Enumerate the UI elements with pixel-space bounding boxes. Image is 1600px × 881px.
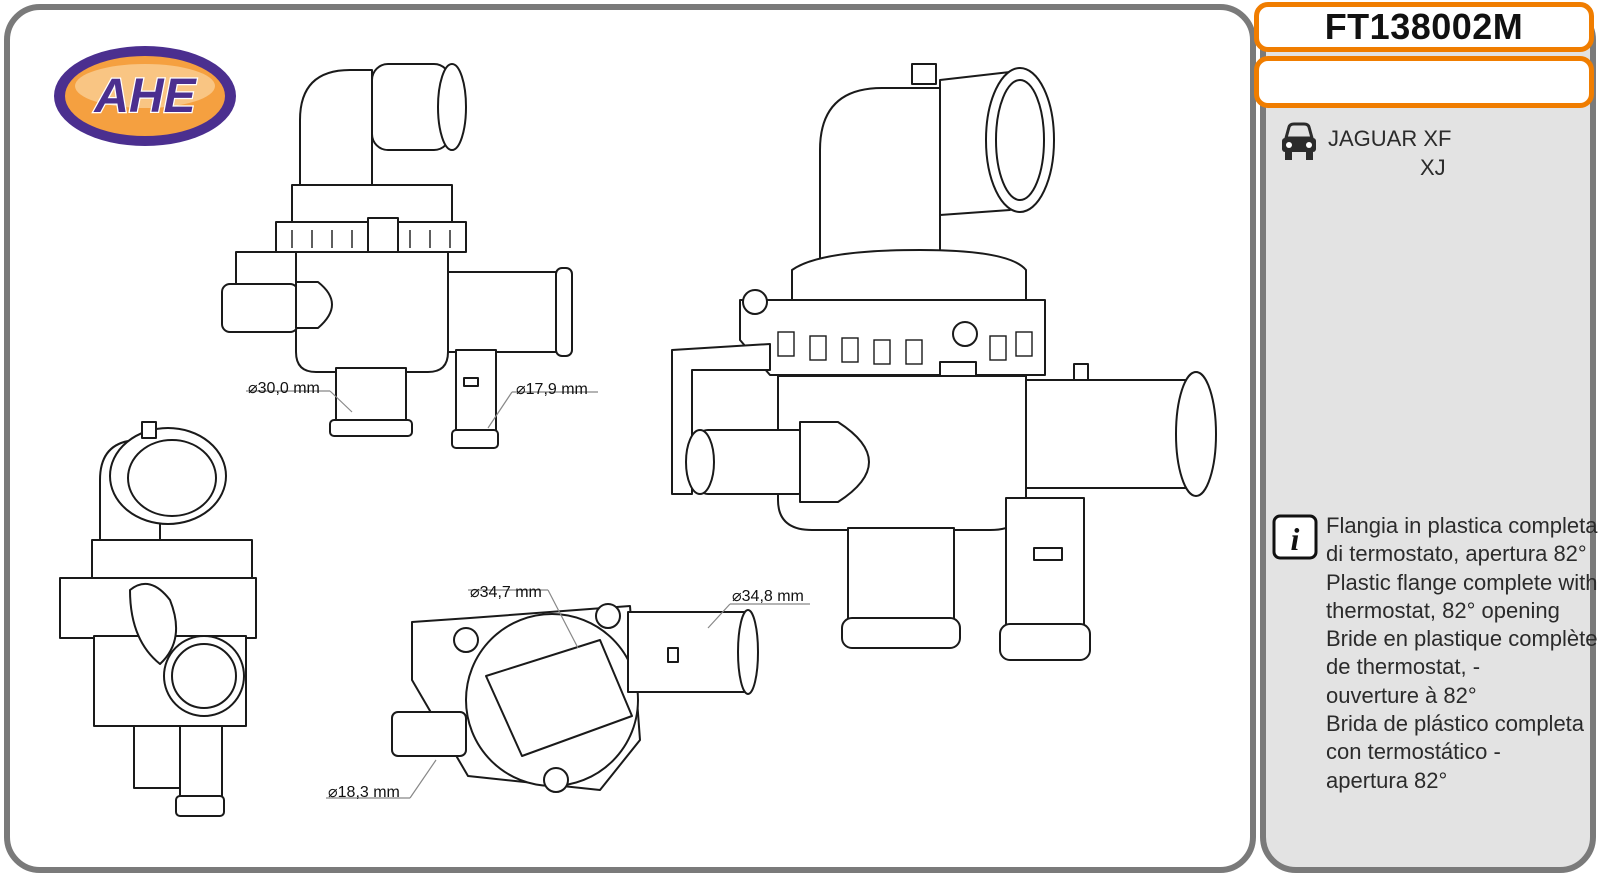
secondary-code-box [1254,56,1594,108]
description-line: con termostático - [1326,739,1501,765]
dimension-value-4: 34,8 mm [741,588,804,605]
description-line: thermostat, 82° opening [1326,597,1560,623]
info-section: i Flangia in plastica completa di termos… [1272,512,1598,802]
description-line: Brida de plástico completa [1326,711,1585,737]
dimension-label-5: ⌀18,3 mm [328,784,400,801]
description-line: Bride en plastique complète [1326,626,1598,652]
car-icon [1282,122,1316,160]
info-icon: i [1272,514,1318,560]
dimension-value-1: 30,0 mm [257,380,320,397]
dimension-label-3: ⌀34,7 mm [470,584,542,601]
description-line: Flangia in plastica completa [1326,513,1598,538]
vehicle-model: JAGUAR XF [1328,126,1452,151]
description-line: Plastic flange complete with [1326,569,1598,595]
dimension-value-2: 17,9 mm [525,381,588,398]
vehicle-model: XJ [1420,155,1446,180]
vehicle-model-list: JAGUAR XF XJ [1328,124,1451,182]
ahe-logo: AHE [54,46,236,146]
dimension-label-2: ⌀17,9 mm [516,381,588,398]
svg-text:i: i [1291,521,1300,557]
product-code: FT138002M [1324,6,1524,47]
side-view-drawing [221,63,573,449]
perspective-view-drawing [671,63,1217,661]
product-description: Flangia in plastica completa di termosta… [1326,512,1598,795]
dimension-label-4: ⌀34,8 mm [732,588,804,605]
dimension-leaders [246,390,810,799]
front-view-drawing [59,421,257,817]
description-line: di termostato, apertura 82° [1326,541,1587,567]
dimension-value-5: 18,3 mm [337,784,400,801]
dimension-label-1: ⌀30,0 mm [248,380,320,397]
description-line: ouverture à 82° [1326,682,1477,708]
dimension-value-3: 34,7 mm [479,584,542,601]
technical-drawings [59,63,1217,817]
description-line: apertura 82° [1326,767,1448,793]
description-line: de thermostat, - [1326,654,1481,680]
vehicle-section: JAGUAR XF XJ [1280,120,1580,190]
flange-view-drawing [391,603,759,793]
product-code-box: FT138002M [1254,2,1594,52]
logo-text: AHE [93,70,197,123]
